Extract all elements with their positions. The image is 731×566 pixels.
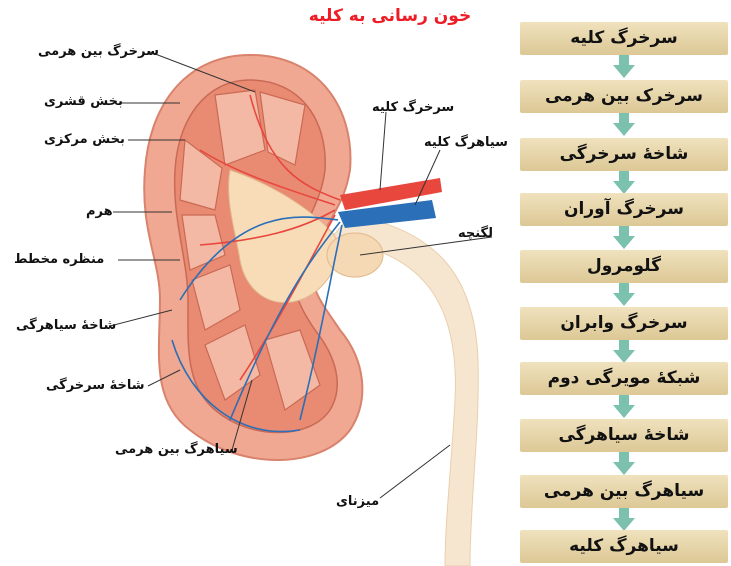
label-renal-artery: سرخرگ کلیه xyxy=(372,100,454,115)
flow-step-2: سرخرک بین هرمی xyxy=(520,80,728,113)
arrow-down-icon xyxy=(612,340,636,364)
label-renal-vein: سیاهرگ کلیه xyxy=(424,135,508,150)
arrow-down-icon xyxy=(612,395,636,419)
flow-step-10: سیاهرگ کلیه xyxy=(520,530,728,563)
arrow-down-icon xyxy=(612,113,636,137)
arrow-down-icon xyxy=(612,171,636,195)
label-ureter: میزنای xyxy=(336,494,379,509)
flow-step-6: سرخرگ وابران xyxy=(520,307,728,340)
flow-step-5: گلومرول xyxy=(520,250,728,283)
arrow-down-icon xyxy=(612,508,636,532)
flow-step-1: سرخرگ کلیه xyxy=(520,22,728,55)
flow-step-8: شاخهٔ سیاهرگی xyxy=(520,419,728,452)
arrow-down-icon xyxy=(612,452,636,476)
label-arteriole: شاخهٔ سرخرگی xyxy=(46,378,144,393)
label-interlobar-artery: سرخرگ بین هرمی xyxy=(38,44,159,59)
label-medulla: بخش مرکزی xyxy=(44,132,125,147)
flow-step-9: سیاهرگ بین هرمی xyxy=(520,475,728,508)
kidney-illustration xyxy=(0,0,520,566)
label-venule: شاخهٔ سیاهرگی xyxy=(16,318,116,333)
flow-step-3: شاخهٔ سرخرگی xyxy=(520,138,728,171)
label-cortex: بخش قشری xyxy=(44,94,123,109)
label-interlobar-vein: سیاهرگ بین هرمی xyxy=(115,442,238,457)
flow-step-7: شبکهٔ مویرگی دوم xyxy=(520,362,728,395)
label-papilla: منظره مخطط xyxy=(14,252,104,267)
arrow-down-icon xyxy=(612,226,636,250)
flow-step-4: سرخرگ آوران xyxy=(520,193,728,226)
arrow-down-icon xyxy=(612,283,636,307)
arrow-down-icon xyxy=(612,55,636,79)
label-pyramid: هرم xyxy=(86,204,113,219)
label-pelvis: لگنچه xyxy=(458,226,493,241)
